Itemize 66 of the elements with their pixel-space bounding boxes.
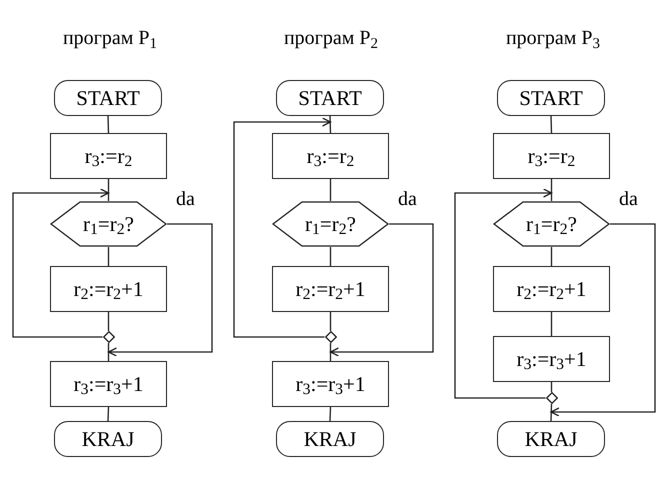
connector <box>550 247 552 266</box>
condition-text: r$_{1}$=r$_{2}$? <box>305 214 356 234</box>
terminal-label: START <box>76 88 140 108</box>
connector <box>108 223 213 357</box>
decision-hexagon <box>493 201 610 247</box>
statement-text: r$_{3}$:=r$_{2}$ <box>84 146 132 166</box>
connector <box>550 116 552 134</box>
program-heading: програм P$_{2}$ <box>284 28 378 48</box>
junction-diamond <box>324 331 336 343</box>
process-box <box>50 266 167 312</box>
statement-text: r$_{2}$:=r$_{2}$+1 <box>74 278 144 300</box>
connector <box>330 247 332 266</box>
connector <box>107 116 110 134</box>
connector <box>12 188 110 338</box>
connector <box>107 406 110 422</box>
terminal-label: KRAJ <box>82 428 134 450</box>
junction-diamond <box>102 331 114 343</box>
terminal-label: START <box>298 88 362 108</box>
connector <box>330 312 332 331</box>
terminal-box <box>54 421 162 457</box>
connector <box>550 223 656 417</box>
statement-text: r$_{3}$:=r$_{2}$ <box>528 146 576 166</box>
process-box <box>50 133 167 179</box>
connector <box>330 223 434 357</box>
connector <box>330 179 332 201</box>
process-box <box>272 266 389 312</box>
connector <box>108 179 110 201</box>
process-box <box>50 361 167 407</box>
connector <box>454 188 552 399</box>
connector <box>108 343 110 361</box>
connector <box>550 404 552 422</box>
decision-hexagon <box>272 201 389 247</box>
connector <box>329 116 332 134</box>
terminal-box <box>276 80 384 116</box>
process-box <box>272 361 389 407</box>
process-box <box>272 133 389 179</box>
terminal-box <box>497 80 605 116</box>
statement-text: r$_{3}$:=r$_{3}$+1 <box>74 374 144 394</box>
terminal-label: START <box>519 88 583 108</box>
statement-text: r$_{2}$:=r$_{2}$+1 <box>296 278 366 300</box>
terminal-label: KRAJ <box>524 428 578 450</box>
process-box <box>493 336 610 382</box>
junction-diamond <box>546 392 558 404</box>
terminal-box <box>276 421 384 457</box>
statement-text: r$_{3}$:=r$_{2}$ <box>306 146 354 166</box>
program-heading: програм P$_{3}$ <box>506 28 600 48</box>
decision-hexagon <box>50 201 167 247</box>
process-box <box>493 266 610 312</box>
connector <box>233 117 332 338</box>
connector <box>108 247 110 266</box>
terminal-box <box>54 80 162 116</box>
connector <box>108 312 110 331</box>
connector <box>550 382 552 392</box>
statement-text: r$_{3}$:=r$_{3}$+1 <box>296 374 366 394</box>
connector <box>550 312 552 336</box>
terminal-box <box>497 421 605 457</box>
program-heading: програм P$_{1}$ <box>62 28 158 48</box>
process-box <box>493 133 610 179</box>
terminal-label: KRAJ <box>304 428 356 450</box>
connector <box>550 179 552 201</box>
statement-text: r$_{3}$:=r$_{3}$+1 <box>516 348 586 370</box>
connector <box>330 343 332 361</box>
condition-text: r$_{1}$=r$_{2}$? <box>83 214 134 234</box>
connector <box>329 406 332 422</box>
statement-text: r$_{2}$:=r$_{2}$+1 <box>516 278 586 300</box>
condition-text: r$_{1}$=r$_{2}$? <box>526 214 577 234</box>
